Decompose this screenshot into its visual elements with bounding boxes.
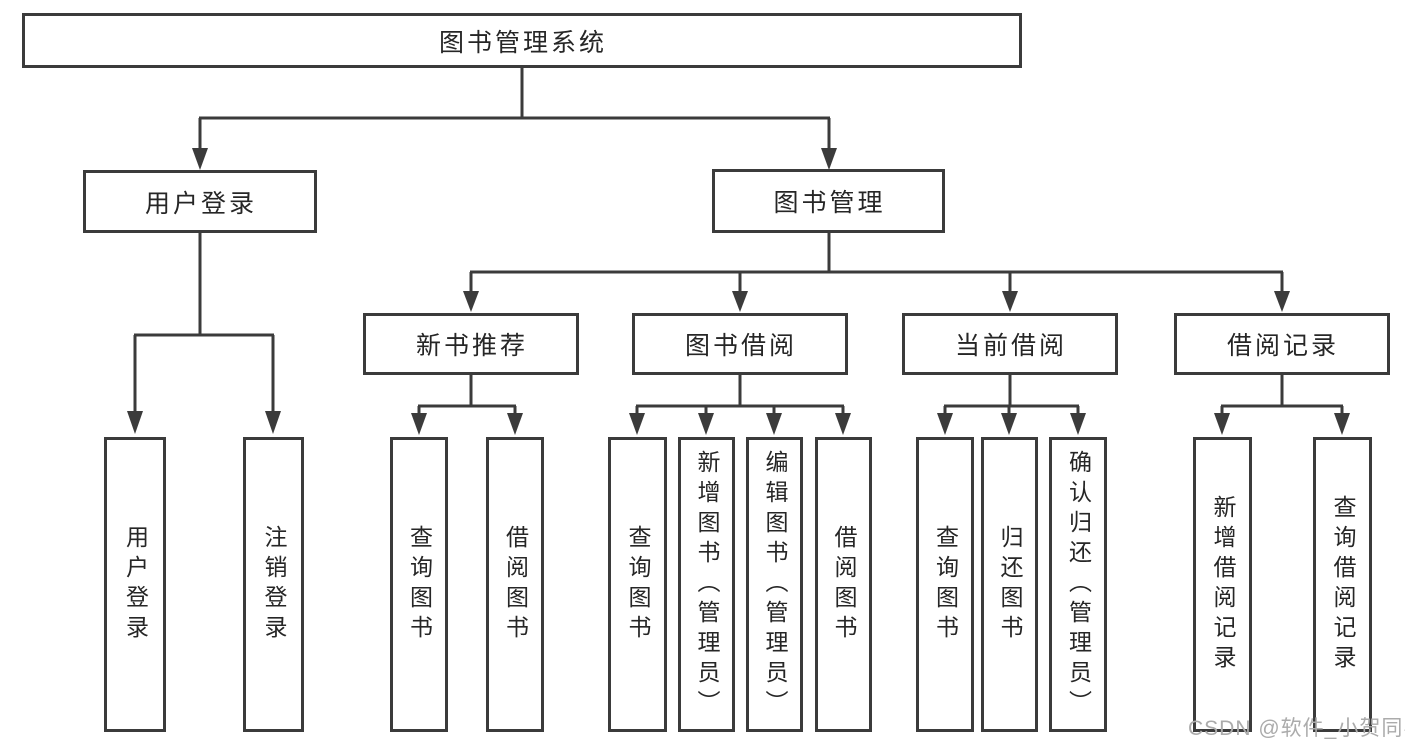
node-user-login-op: 用户登录 [104, 437, 166, 732]
node-bb-edit-books-admin: 编辑图书（管理员） [746, 437, 803, 732]
node-borrowing-records: 借阅记录 [1174, 313, 1390, 375]
node-cb-confirm-return-admin-label: 确认归还（管理员） [1065, 449, 1092, 720]
node-book-management: 图书管理 [712, 169, 945, 233]
node-bb-edit-books-admin-label: 编辑图书（管理员） [762, 449, 788, 720]
node-nr-query-books-label: 查询图书 [406, 524, 433, 645]
node-book-management-label: 图书管理 [773, 189, 886, 217]
node-logout-op-label: 注销登录 [261, 524, 287, 645]
node-bl-query-record: 查询借阅记录 [1313, 437, 1372, 732]
node-new-book-recommendation: 新书推荐 [363, 313, 579, 375]
node-bb-borrow-books-label: 借阅图书 [831, 524, 857, 645]
node-current-borrowing-label: 当前借阅 [954, 332, 1067, 360]
node-book-borrowing-label: 图书借阅 [684, 332, 797, 360]
node-cb-confirm-return-admin: 确认归还（管理员） [1049, 437, 1107, 732]
node-current-borrowing: 当前借阅 [902, 313, 1118, 375]
node-root: 图书管理系统 [22, 13, 1022, 68]
node-bl-add-record-label: 新增借阅记录 [1210, 494, 1236, 675]
node-cb-return-books: 归还图书 [981, 437, 1038, 732]
node-cb-query-books: 查询图书 [916, 437, 974, 732]
node-nr-borrow-books: 借阅图书 [486, 437, 544, 732]
node-cb-return-books-label: 归还图书 [997, 524, 1023, 645]
node-bb-query-books: 查询图书 [608, 437, 667, 732]
node-cb-query-books-label: 查询图书 [932, 524, 959, 645]
node-nr-query-books: 查询图书 [390, 437, 448, 732]
node-book-borrowing: 图书借阅 [632, 313, 848, 375]
node-root-label: 图书管理系统 [438, 28, 607, 57]
node-user-login: 用户登录 [83, 170, 317, 233]
node-bl-query-record-label: 查询借阅记录 [1330, 494, 1356, 675]
node-bb-query-books-label: 查询图书 [625, 524, 651, 645]
node-nr-borrow-books-label: 借阅图书 [502, 524, 529, 645]
node-user-login-label: 用户登录 [144, 189, 257, 218]
node-bb-add-books-admin: 新增图书（管理员） [678, 437, 735, 732]
node-bl-add-record: 新增借阅记录 [1193, 437, 1252, 732]
node-borrowing-records-label: 借阅记录 [1226, 332, 1339, 360]
node-new-book-recommendation-label: 新书推荐 [415, 332, 528, 360]
csdn-watermark: CSDN @软件_小贺同学 [1188, 717, 1405, 740]
node-bb-borrow-books: 借阅图书 [815, 437, 872, 732]
node-logout-op: 注销登录 [243, 437, 304, 732]
node-user-login-op-label: 用户登录 [122, 524, 149, 645]
node-bb-add-books-admin-label: 新增图书（管理员） [694, 449, 720, 720]
